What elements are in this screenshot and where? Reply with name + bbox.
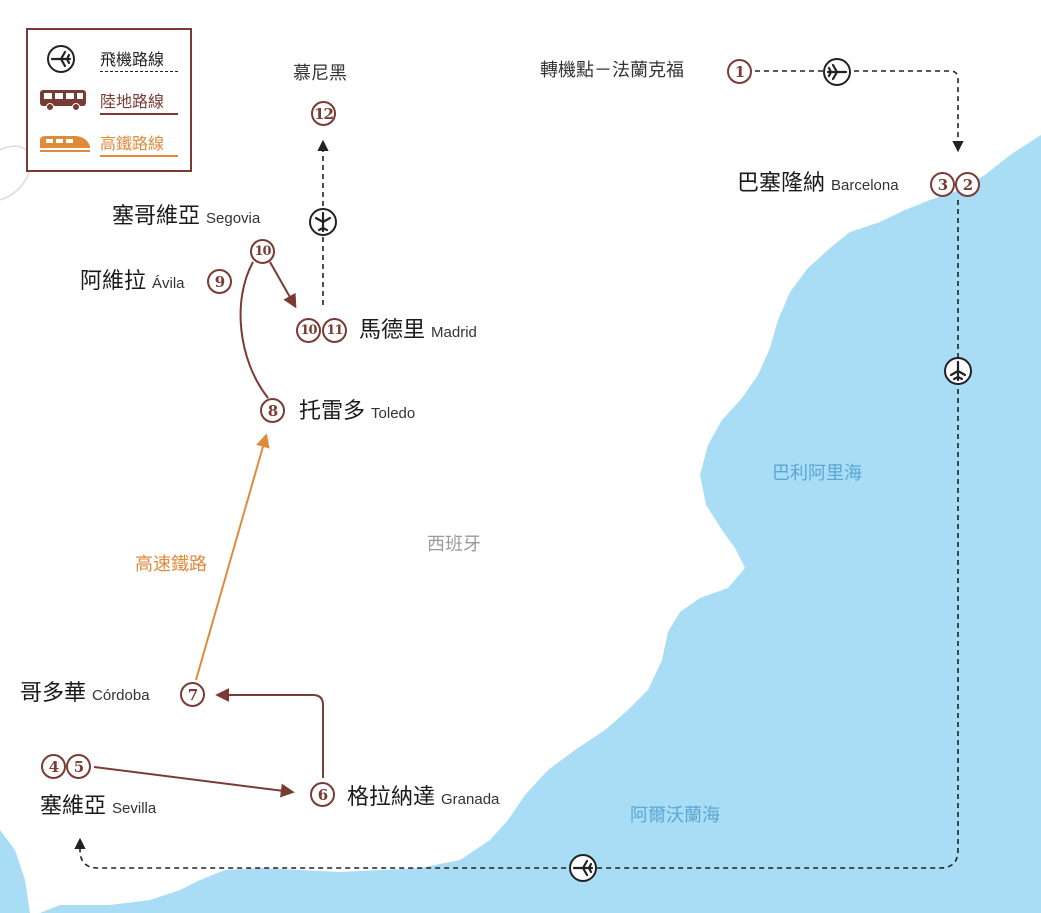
place-frankfurt: 轉機點－法蘭克福 bbox=[540, 60, 684, 81]
legend-land-label: 陸地路線 bbox=[100, 92, 165, 111]
bus-icon bbox=[40, 90, 86, 111]
place-barcelona: 巴塞隆納 Barcelona bbox=[737, 173, 899, 195]
sea-area-west bbox=[0, 830, 30, 913]
place-sevilla-en: Sevilla bbox=[112, 800, 157, 817]
place-cordoba-en: Córdoba bbox=[92, 687, 150, 704]
stop-9: 9 bbox=[207, 269, 232, 294]
airplane-icon bbox=[944, 357, 972, 385]
place-barcelona-en: Barcelona bbox=[831, 177, 899, 194]
place-sevilla-zh: 塞維亞 bbox=[40, 794, 107, 819]
place-toledo-en: Toledo bbox=[371, 405, 416, 422]
place-granada-en: Granada bbox=[441, 791, 500, 808]
place-munich: 慕尼黑 bbox=[293, 63, 347, 84]
legend-rail-line bbox=[100, 155, 178, 157]
place-cordoba-zh: 哥多華 bbox=[20, 681, 87, 706]
place-cordoba: 哥多華 Córdoba bbox=[20, 683, 150, 705]
place-madrid-zh: 馬德里 bbox=[359, 318, 426, 343]
stop-7: 7 bbox=[180, 682, 205, 707]
region-alboran-sea: 阿爾沃蘭海 bbox=[630, 805, 720, 826]
stop-1: 1 bbox=[727, 59, 752, 84]
legend-rail: 高鐵路線 bbox=[28, 122, 190, 162]
place-segovia-en: Segovia bbox=[206, 210, 261, 227]
stop-6: 6 bbox=[310, 782, 335, 807]
stop-4: 4 bbox=[41, 754, 66, 779]
legend-land-line bbox=[100, 113, 178, 115]
place-avila-en: Ávila bbox=[152, 275, 185, 292]
map-legend: 飛機路線 陸地路線 高鐵路線 bbox=[26, 28, 192, 172]
place-granada-zh: 格拉納達 bbox=[347, 785, 436, 810]
airplane-icon bbox=[309, 208, 337, 236]
place-avila: 阿維拉 Ávila bbox=[80, 271, 185, 293]
legend-flight: 飛機路線 bbox=[28, 38, 190, 78]
stop-2: 2 bbox=[955, 172, 980, 197]
legend-land: 陸地路線 bbox=[28, 80, 190, 120]
place-segovia-zh: 塞哥維亞 bbox=[112, 204, 201, 229]
place-barcelona-zh: 巴塞隆納 bbox=[737, 171, 826, 196]
place-madrid-en: Madrid bbox=[431, 324, 477, 341]
train-icon bbox=[40, 136, 90, 152]
region-balearic-sea: 巴利阿里海 bbox=[772, 463, 862, 484]
place-avila-zh: 阿維拉 bbox=[80, 269, 147, 294]
place-segovia: 塞哥維亞 Segovia bbox=[112, 206, 260, 228]
rail-route-label: 高速鐵路 bbox=[135, 554, 207, 575]
stop-3: 3 bbox=[930, 172, 955, 197]
airplane-icon bbox=[47, 45, 75, 73]
sea-area bbox=[40, 135, 1041, 913]
place-madrid: 馬德里 Madrid bbox=[359, 320, 477, 342]
stop-10-madrid: 10 bbox=[296, 318, 321, 343]
legend-flight-line bbox=[100, 71, 178, 72]
stop-10: 10 bbox=[250, 239, 275, 264]
place-toledo: 托雷多 Toledo bbox=[299, 401, 415, 423]
stop-5: 5 bbox=[66, 754, 91, 779]
region-spain: 西班牙 bbox=[427, 534, 481, 555]
stop-12: 12 bbox=[311, 101, 336, 126]
stop-8: 8 bbox=[260, 398, 285, 423]
place-sevilla: 塞維亞 Sevilla bbox=[40, 796, 156, 818]
legend-rail-label: 高鐵路線 bbox=[100, 134, 165, 153]
place-toledo-zh: 托雷多 bbox=[299, 399, 366, 424]
legend-flight-label: 飛機路線 bbox=[100, 50, 165, 69]
place-granada: 格拉納達 Granada bbox=[347, 787, 499, 809]
airplane-icon bbox=[823, 58, 851, 86]
airplane-icon bbox=[569, 854, 597, 882]
stop-11: 11 bbox=[322, 318, 347, 343]
